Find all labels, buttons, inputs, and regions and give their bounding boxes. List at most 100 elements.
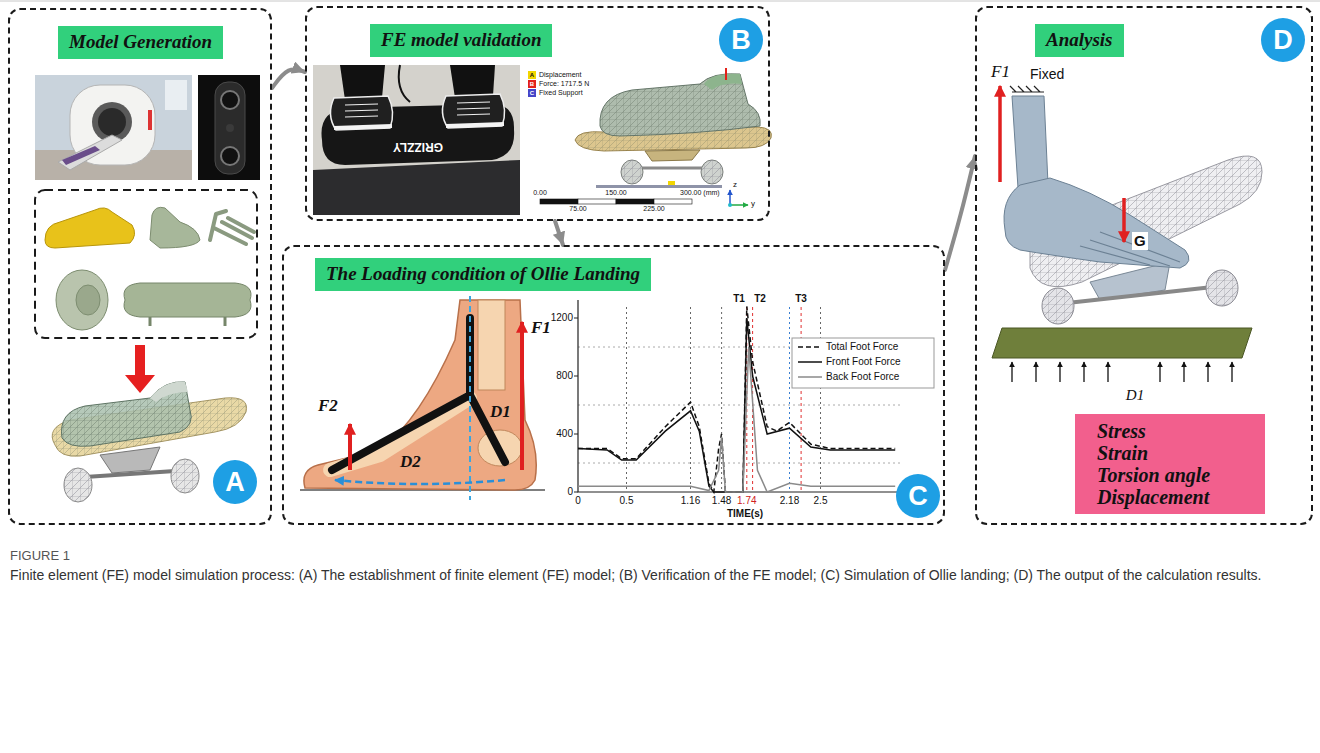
component-models xyxy=(124,283,251,317)
chart-axes xyxy=(578,300,900,492)
axis-triad xyxy=(728,190,748,207)
figure-caption: Finite element (FE) model simulation pro… xyxy=(10,566,1310,586)
force-symbol: F1 xyxy=(991,62,1010,82)
panel-letter: B xyxy=(731,27,751,54)
component-frame xyxy=(35,190,257,338)
x-tick: 0 xyxy=(575,495,581,507)
time-marker: T1 xyxy=(733,293,745,305)
legend-line-sample xyxy=(798,358,822,366)
dashed-panel: FE model validationB xyxy=(305,6,770,221)
assembled-model xyxy=(64,468,92,502)
displacement-symbol: D1 xyxy=(1126,386,1144,404)
3d-scanner-photo xyxy=(215,82,245,174)
ct-scanner-photo xyxy=(165,80,187,110)
assembled-model xyxy=(64,468,92,502)
panel-letter-badge: C xyxy=(896,474,940,518)
validation-photo xyxy=(450,65,495,98)
support-arrows xyxy=(1012,362,1232,382)
analysis-model xyxy=(1042,288,1074,324)
scale-value: 0.00 xyxy=(533,189,547,197)
component-models xyxy=(45,207,254,330)
analysis-model xyxy=(1206,270,1238,306)
foot-diagram xyxy=(300,296,545,500)
fe-model xyxy=(645,150,700,161)
assembled-model xyxy=(171,459,199,493)
legend-text: Total Foot Force xyxy=(826,341,898,353)
3d-scanner-photo xyxy=(198,75,260,180)
fe-model xyxy=(725,68,727,80)
axis-triad xyxy=(728,203,732,207)
fe-model xyxy=(701,160,723,184)
panel-letter: C xyxy=(908,483,928,510)
output-quantity: Torsion angle xyxy=(1097,464,1253,486)
support-arrows xyxy=(1207,362,1208,382)
x-tick: 0.5 xyxy=(620,495,634,507)
output-box: StressStrainTorsion angleDisplacement xyxy=(1075,414,1265,514)
validation-photo xyxy=(330,96,392,130)
3d-scanner-photo xyxy=(221,147,239,165)
component-models xyxy=(76,285,100,315)
foot-diagram xyxy=(469,296,471,500)
down-arrow xyxy=(125,345,155,393)
load-arrows xyxy=(998,86,1002,182)
distance-symbol: D1 xyxy=(490,402,511,422)
distance-symbol: D2 xyxy=(400,452,421,472)
legend-line-sample xyxy=(798,373,822,381)
force-symbol: F1 xyxy=(531,318,551,338)
ct-scanner-photo xyxy=(62,146,100,165)
assembled-model xyxy=(61,382,191,447)
panel-letter-badge: D xyxy=(1261,18,1305,62)
analysis-model xyxy=(1010,86,1044,92)
down-arrow xyxy=(125,345,155,393)
y-tick: 400 xyxy=(556,428,573,440)
ct-scanner-photo xyxy=(35,75,192,180)
axis-triad xyxy=(729,190,731,205)
scale-value: 75.00 xyxy=(569,205,587,213)
fe-model xyxy=(600,74,760,136)
fe-model xyxy=(704,74,742,90)
legend-line-sample xyxy=(798,361,822,363)
assembled-model xyxy=(150,382,188,402)
scale-bar xyxy=(616,199,654,204)
total-force-curve xyxy=(578,306,895,492)
back-force-curve xyxy=(578,347,895,492)
validation-photo xyxy=(340,65,385,100)
y-tick: 1200 xyxy=(551,312,573,324)
figure-number: FIGURE 1 xyxy=(10,548,70,564)
validation-photo xyxy=(345,104,378,117)
y-tick: 0 xyxy=(567,486,573,498)
support-arrows xyxy=(1059,362,1060,382)
foot-diagram xyxy=(348,424,352,470)
dashed-panel: Model GenerationA xyxy=(8,8,272,525)
component-models xyxy=(150,207,200,248)
panel-letter: A xyxy=(225,469,245,496)
assembled-model xyxy=(61,382,191,447)
chart-legend-box xyxy=(792,338,934,388)
validation-photo xyxy=(446,124,504,126)
gravity-symbol: G xyxy=(1132,232,1148,250)
x-tick: 1.16 xyxy=(681,495,700,507)
legend-text: Back Foot Force xyxy=(826,371,899,383)
scale-value: 150.00 xyxy=(605,189,626,197)
output-quantity: Stress xyxy=(1097,420,1253,442)
chart-grid xyxy=(578,307,900,492)
validation-photo xyxy=(442,94,504,128)
analysis-model xyxy=(1206,270,1238,306)
validation-photo xyxy=(399,65,410,102)
foot-diagram xyxy=(520,322,524,470)
chart-axes xyxy=(574,300,900,492)
validation-photo xyxy=(313,65,520,215)
force-curves xyxy=(578,306,895,492)
analysis-model xyxy=(992,328,1252,358)
x-tick: 2.5 xyxy=(814,495,828,507)
3d-scanner-photo xyxy=(221,91,239,109)
scale-bar xyxy=(540,199,578,204)
legend-letter: C xyxy=(530,89,534,97)
component-models xyxy=(150,317,225,326)
scale-value: 300.00 (mm) xyxy=(680,189,720,197)
